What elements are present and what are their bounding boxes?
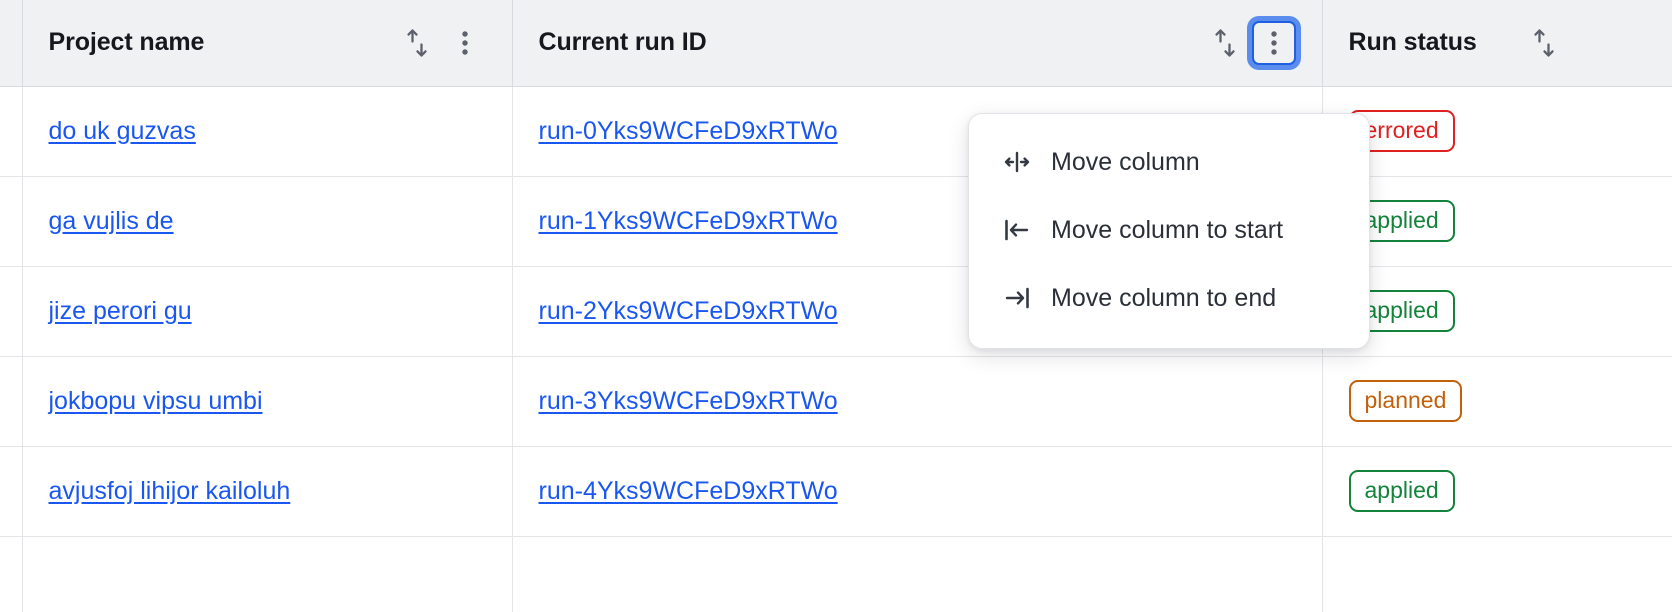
sort-button-project-name[interactable]	[396, 22, 438, 64]
cell-project-name: ga vujlis de	[22, 176, 513, 267]
table-header-row: Project name	[0, 0, 1672, 87]
cell-current-run-id	[512, 536, 1323, 612]
status-badge: planned	[1348, 380, 1463, 422]
project-name-link[interactable]: jokbopu vipsu umbi	[48, 386, 263, 415]
project-name-link[interactable]: do uk guzvas	[48, 116, 196, 145]
cell-run-status: applied	[1322, 266, 1672, 357]
row-gutter-cell	[0, 86, 23, 177]
menu-item-move-column-to-start[interactable]: Move column to start	[969, 196, 1369, 264]
cell-project-name: jokbopu vipsu umbi	[22, 356, 513, 447]
table-row[interactable]: jokbopu vipsu umbi run-3Yks9WCFeD9xRTWo …	[0, 356, 1672, 447]
run-id-link[interactable]: run-4Yks9WCFeD9xRTWo	[538, 476, 838, 505]
status-badge: errored	[1348, 110, 1455, 152]
table-body: do uk guzvas run-0Yks9WCFeD9xRTWo errore…	[0, 86, 1672, 612]
column-context-menu: Move column Move column to start Move co…	[968, 113, 1370, 349]
sort-button-current-run-id[interactable]	[1204, 22, 1246, 64]
project-name-link[interactable]: avjusfoj lihijor kailoluh	[48, 476, 291, 505]
column-tools-project-name	[396, 22, 486, 64]
row-gutter-cell	[0, 446, 23, 537]
column-header-label-project-name: Project name	[48, 28, 205, 57]
kebab-menu-icon	[1270, 29, 1278, 57]
column-header-current-run-id[interactable]: Current run ID	[512, 0, 1323, 87]
table-row[interactable]: jize perori gu run-2Yks9WCFeD9xRTWo appl…	[0, 266, 1672, 357]
column-tools-current-run-id	[1204, 20, 1296, 65]
column-header-label-run-status: Run status	[1348, 28, 1477, 57]
cell-current-run-id: run-4Yks9WCFeD9xRTWo	[512, 446, 1323, 537]
move-to-start-icon	[1003, 216, 1031, 244]
table-header: Project name	[0, 0, 1672, 87]
cell-run-status: errored	[1322, 86, 1672, 177]
menu-item-label: Move column to start	[1051, 215, 1284, 244]
status-badge: applied	[1348, 470, 1455, 512]
table-row[interactable]: ga vujlis de run-1Yks9WCFeD9xRTWo applie…	[0, 176, 1672, 267]
sort-button-run-status[interactable]	[1523, 22, 1565, 64]
run-id-link[interactable]: run-0Yks9WCFeD9xRTWo	[538, 116, 838, 145]
cell-run-status: applied	[1322, 176, 1672, 267]
row-gutter-header	[0, 0, 23, 87]
table-row[interactable]: do uk guzvas run-0Yks9WCFeD9xRTWo errore…	[0, 86, 1672, 177]
cell-current-run-id: run-3Yks9WCFeD9xRTWo	[512, 356, 1323, 447]
kebab-menu-icon	[461, 28, 469, 58]
cell-project-name: avjusfoj lihijor kailoluh	[22, 446, 513, 537]
cell-project-name: jize perori gu	[22, 266, 513, 357]
project-name-link[interactable]: jize perori gu	[48, 296, 192, 325]
row-gutter-cell	[0, 536, 23, 612]
cell-run-status: planned	[1322, 356, 1672, 447]
sort-arrows-icon	[1530, 28, 1558, 58]
move-column-icon	[1003, 148, 1031, 176]
row-gutter-cell	[0, 356, 23, 447]
sort-arrows-icon	[1211, 28, 1239, 58]
column-header-run-status[interactable]: Run status	[1322, 0, 1672, 87]
move-to-end-icon	[1003, 284, 1031, 312]
project-name-link[interactable]: ga vujlis de	[48, 206, 174, 235]
menu-item-label: Move column to end	[1051, 283, 1277, 312]
table-row[interactable]: avjusfoj lihijor kailoluh run-4Yks9WCFeD…	[0, 446, 1672, 537]
column-header-label-current-run-id: Current run ID	[538, 28, 707, 57]
run-id-link[interactable]: run-3Yks9WCFeD9xRTWo	[538, 386, 838, 415]
cell-project-name	[22, 536, 513, 612]
table-row-partial[interactable]	[0, 536, 1672, 612]
column-header-project-name[interactable]: Project name	[22, 0, 513, 87]
run-id-link[interactable]: run-2Yks9WCFeD9xRTWo	[538, 296, 838, 325]
cell-run-status: applied	[1322, 446, 1672, 537]
menu-item-label: Move column	[1051, 147, 1200, 176]
run-id-link[interactable]: run-1Yks9WCFeD9xRTWo	[538, 206, 838, 235]
sort-arrows-icon	[403, 28, 431, 58]
column-menu-button-current-run-id[interactable]	[1251, 20, 1296, 65]
column-menu-button-project-name[interactable]	[444, 22, 486, 64]
menu-item-move-column-to-end[interactable]: Move column to end	[969, 264, 1369, 332]
row-gutter-cell	[0, 266, 23, 357]
cell-run-status	[1322, 536, 1672, 612]
row-gutter-cell	[0, 176, 23, 267]
menu-item-move-column[interactable]: Move column	[969, 128, 1369, 196]
cell-project-name: do uk guzvas	[22, 86, 513, 177]
